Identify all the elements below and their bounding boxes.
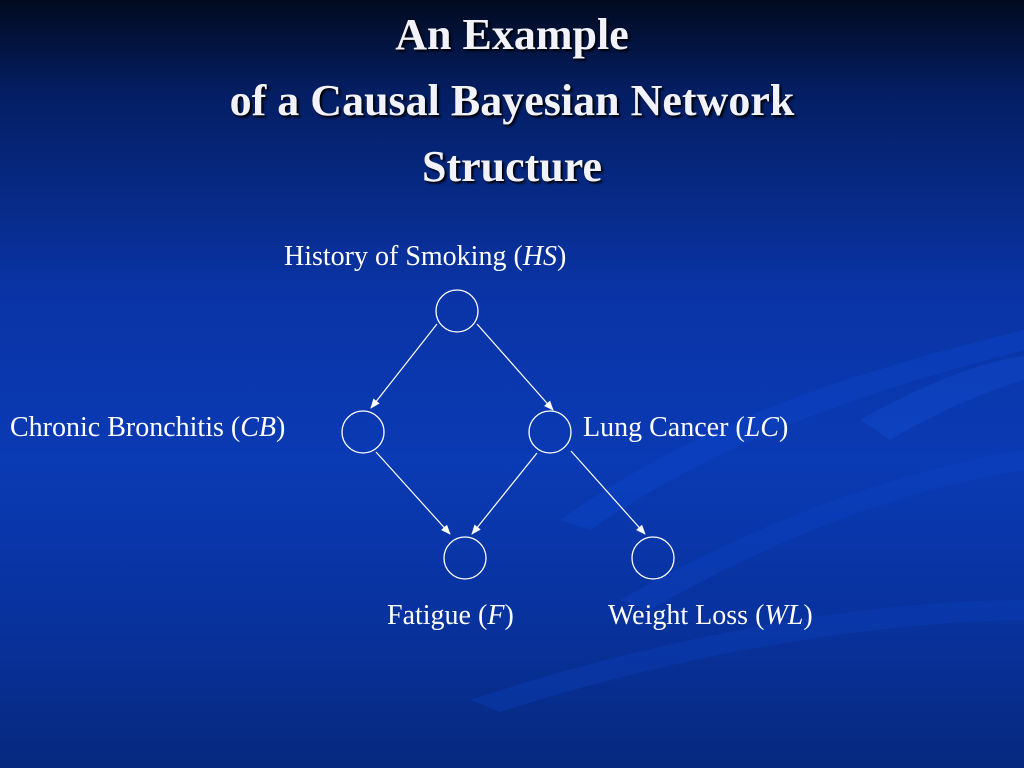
node-label-lc: Lung Cancer (LC) <box>583 412 789 443</box>
node-abbr-hs: HS <box>522 241 558 272</box>
node-name-hs: History of Smoking <box>284 241 507 272</box>
node-name-lc: Lung Cancer <box>583 412 729 443</box>
node-abbr-lc: LC <box>744 412 779 443</box>
node-name-f: Fatigue <box>387 600 471 631</box>
title-line-3: Structure <box>421 142 603 191</box>
title-line-2: of a Causal Bayesian Network <box>229 76 795 125</box>
node-name-wl: Weight Loss <box>608 600 749 631</box>
node-label-hs: History of Smoking (HS) <box>284 241 567 272</box>
node-label-cb: Chronic Bronchitis (CB) <box>10 412 286 443</box>
node-label-f: Fatigue (F) <box>387 600 514 631</box>
node-abbr-wl: WL <box>764 600 804 631</box>
node-f[interactable] <box>443 536 487 580</box>
edge-lc-to-f <box>471 452 538 535</box>
network-nodes <box>341 289 675 580</box>
network-edges <box>370 323 646 535</box>
edge-cb-to-f <box>375 451 451 535</box>
node-lc[interactable] <box>528 410 572 454</box>
node-name-cb: Chronic Bronchitis <box>10 412 224 443</box>
node-wl[interactable] <box>631 536 675 580</box>
node-abbr-cb: CB <box>240 412 276 443</box>
node-hs[interactable] <box>435 289 479 333</box>
node-cb[interactable] <box>341 410 385 454</box>
title-line-1: An Example <box>395 10 629 59</box>
edge-hs-to-cb <box>370 323 438 409</box>
edge-hs-to-lc <box>476 323 554 411</box>
edge-lc-to-wl <box>570 450 646 535</box>
slide-title: An Example of a Causal Bayesian Network … <box>0 2 1024 200</box>
node-abbr-f: F <box>487 600 505 631</box>
node-label-wl: Weight Loss (WL) <box>608 600 813 631</box>
